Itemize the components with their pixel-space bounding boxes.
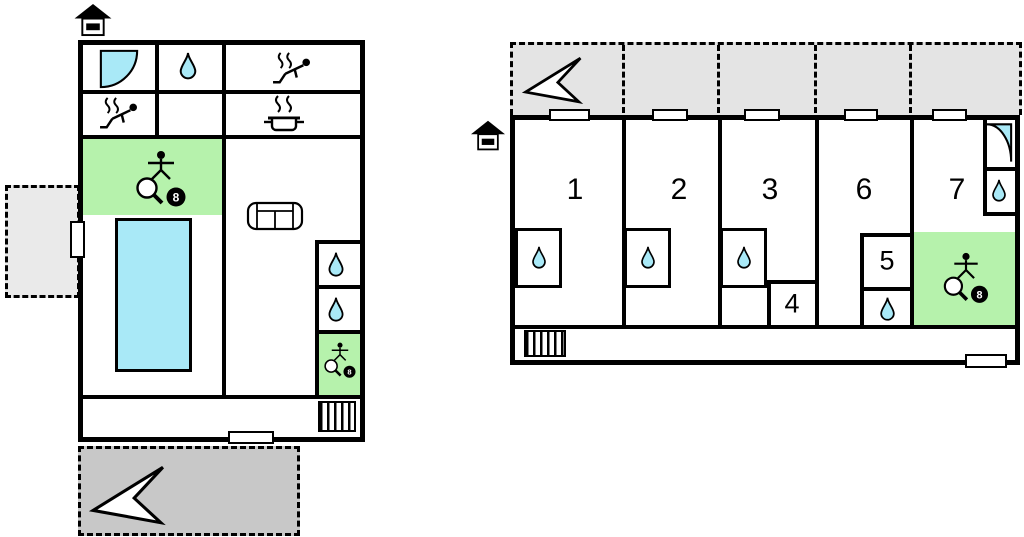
water-drop-icon: [531, 246, 546, 269]
room-label-3: 3: [761, 173, 779, 206]
wall: [910, 120, 914, 329]
door-window: [844, 109, 878, 121]
wall: [515, 325, 1015, 329]
wall: [622, 120, 626, 329]
door-window: [549, 109, 590, 121]
door-window: [932, 109, 967, 121]
room-label-1: 1: [566, 173, 584, 206]
table-tennis-billiards-icon: 8: [324, 342, 356, 378]
building-annex: 8: [510, 115, 1020, 365]
table-tennis-billiards-icon: 8: [943, 252, 989, 303]
wall: [83, 135, 360, 139]
shower-cubicle: [624, 228, 671, 288]
wall: [315, 240, 319, 395]
table-tennis-billiards-icon: 8: [136, 151, 186, 207]
terrace-north: [510, 42, 1022, 115]
wall: [315, 330, 360, 334]
wall: [860, 287, 910, 291]
door-window: [744, 109, 780, 121]
wall: [718, 120, 722, 329]
door-west: [70, 221, 85, 258]
building-main: 8 8: [78, 40, 365, 442]
wall: [83, 90, 360, 94]
wall: [983, 212, 1015, 216]
wall: [315, 285, 360, 289]
entrance-house-icon: [74, 4, 112, 37]
wall: [767, 280, 771, 329]
water-drop-icon: [880, 297, 895, 321]
sofa-icon: [246, 201, 304, 231]
room-label-5: 5: [879, 245, 895, 276]
water-drop-icon: [640, 246, 655, 269]
corner-shower-icon: [99, 49, 139, 89]
shower-cubicle: [720, 228, 767, 288]
room-label-2: 2: [670, 173, 688, 206]
stairs-icon: [524, 330, 566, 357]
entrance-house-icon: [471, 120, 505, 151]
wall: [983, 167, 1015, 171]
sauna-icon: [100, 97, 137, 129]
north-arrow-icon: [88, 465, 166, 526]
terrace-south: [78, 446, 300, 536]
terrace-divider: [909, 45, 912, 113]
north-arrow-icon: [521, 57, 584, 104]
wall: [83, 395, 360, 399]
water-drop-icon: [328, 252, 344, 277]
corner-shower-icon: [986, 123, 1013, 162]
games-room: [83, 135, 222, 215]
sauna-icon: [273, 52, 310, 84]
water-drop-icon: [179, 52, 197, 80]
wall: [222, 45, 226, 399]
door-window: [965, 354, 1007, 368]
billiard-ball-label: 8: [173, 191, 180, 205]
room-label-6: 6: [855, 173, 873, 206]
room-label-7: 7: [948, 173, 966, 206]
shower-cubicle: [515, 228, 562, 288]
water-drop-icon: [328, 297, 344, 322]
terrace-divider: [814, 45, 817, 113]
wall: [860, 233, 864, 329]
games-area: [914, 232, 1015, 325]
door-window: [652, 109, 688, 121]
wall: [767, 280, 815, 284]
water-drop-icon: [736, 246, 751, 269]
wall: [815, 120, 819, 329]
wall: [860, 233, 910, 237]
door-south: [228, 431, 274, 444]
billiard-ball-label: 8: [977, 289, 983, 301]
terrace-divider: [717, 45, 720, 113]
billiard-ball-label: 8: [347, 368, 351, 377]
cooking-pot-icon: [264, 95, 304, 132]
terrace-divider: [622, 45, 625, 113]
water-drop-icon: [992, 179, 1006, 202]
terrace-west: [5, 185, 80, 298]
wall: [315, 240, 360, 244]
stairs-icon: [318, 401, 356, 432]
swimming-pool: [115, 218, 192, 372]
room-label-4: 4: [784, 288, 800, 319]
